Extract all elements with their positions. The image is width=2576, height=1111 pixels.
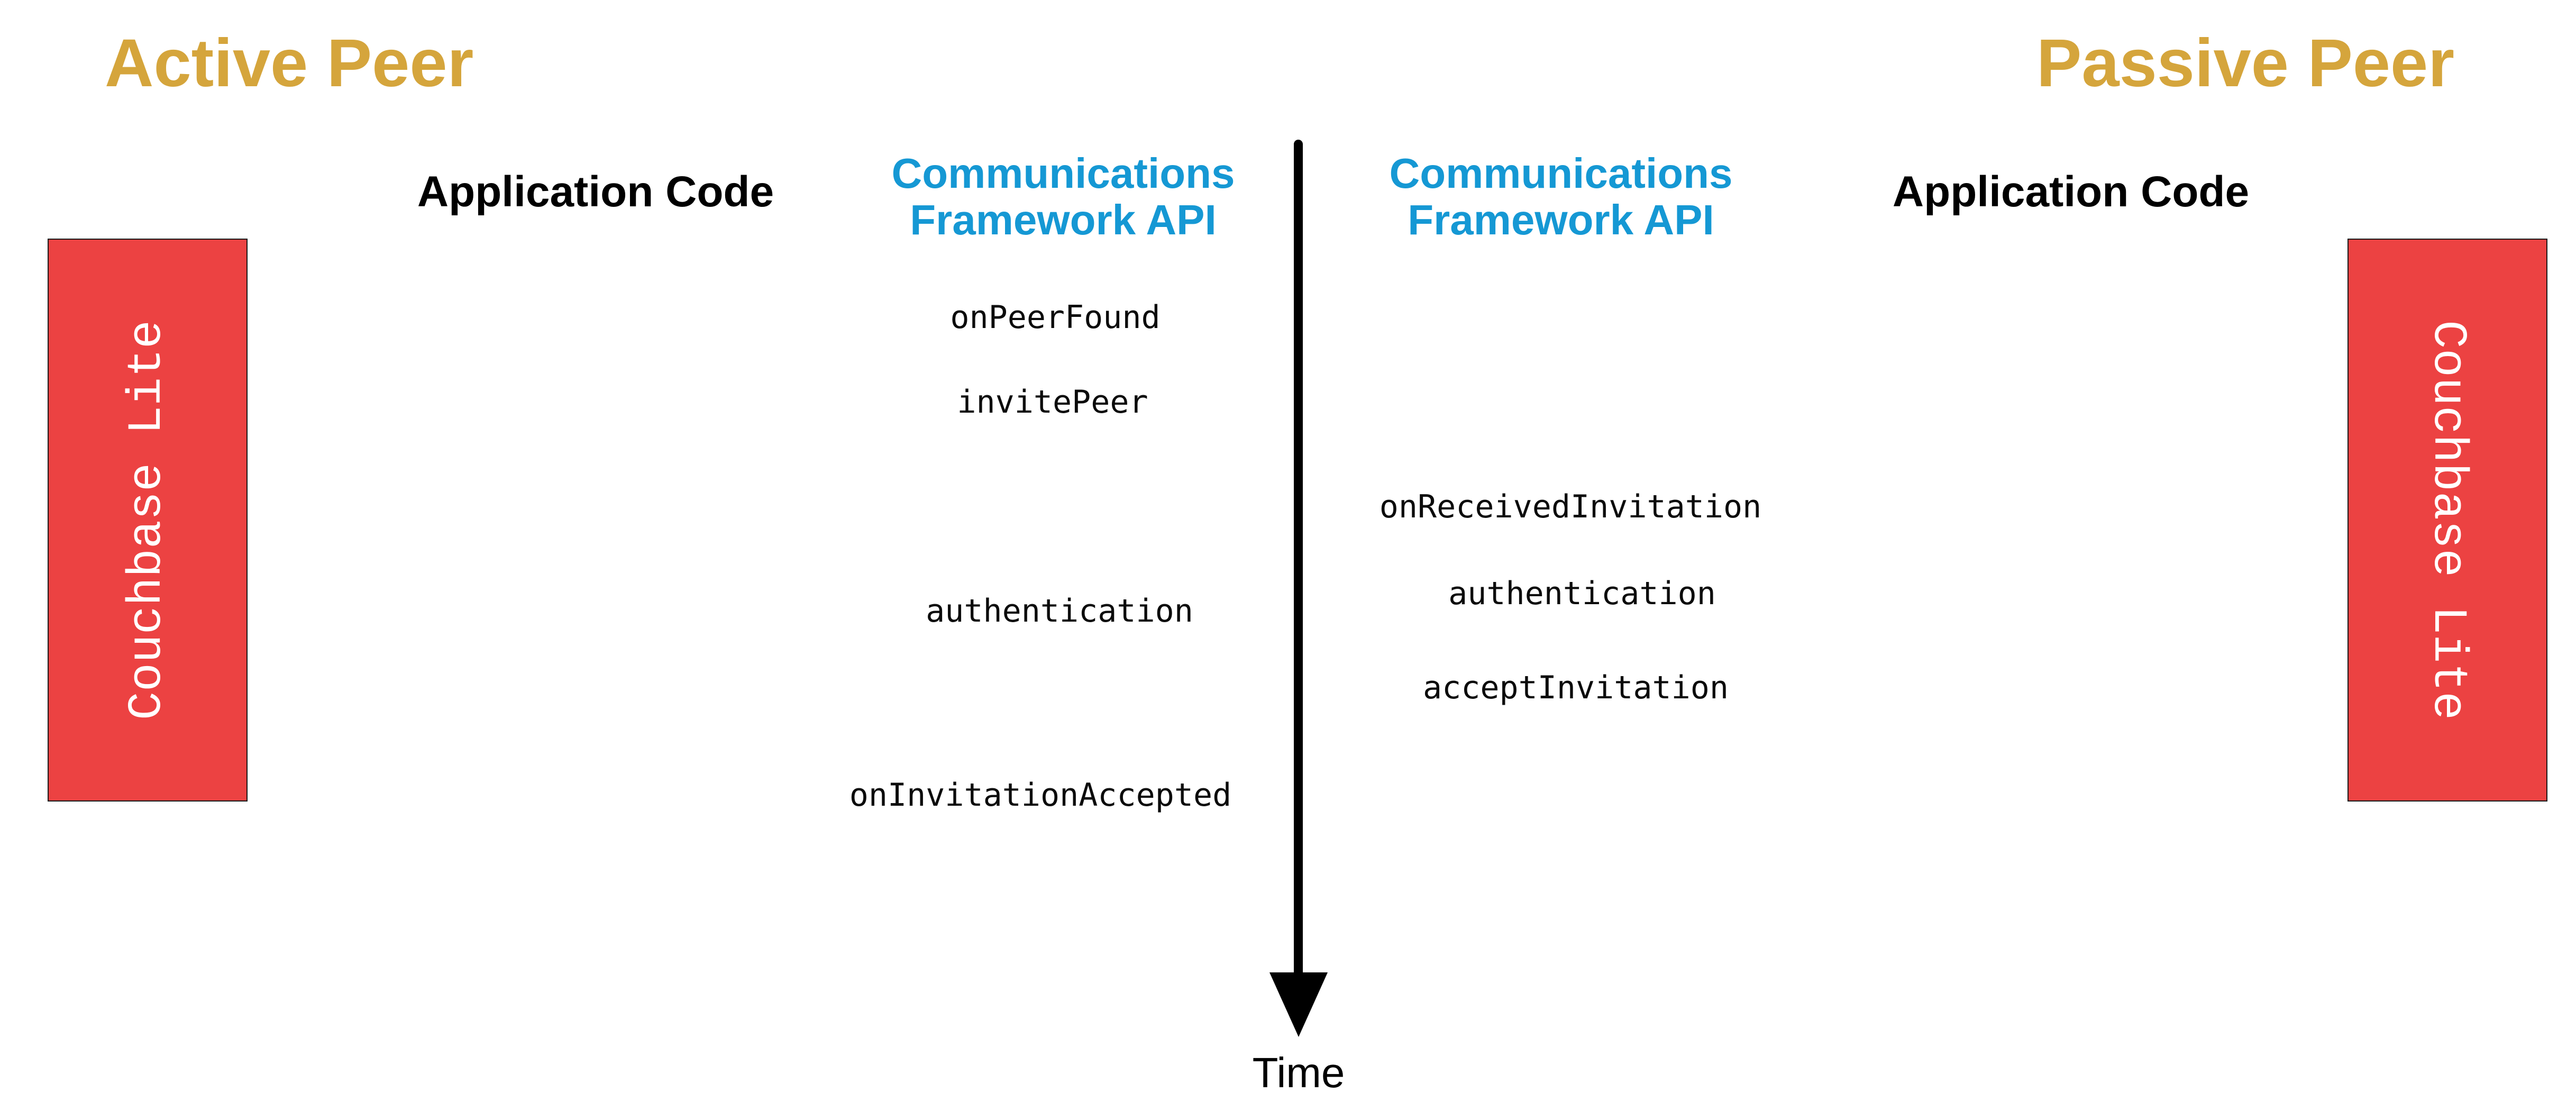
communications-framework-api-heading-right: Communications Framework API: [1390, 150, 1733, 243]
couchbase-lite-box-right: Couchbase Lite: [2347, 239, 2547, 802]
api-call-invitepeer: invitePeer: [957, 384, 1148, 421]
api-call-oninvitationaccepted: onInvitationAccepted: [849, 777, 1232, 814]
api-call-onpeerfound: onPeerFound: [950, 299, 1161, 336]
comms-heading-left-line1: Communications: [891, 150, 1235, 197]
comms-heading-left-line2: Framework API: [910, 196, 1217, 243]
communications-framework-api-heading-left: Communications Framework API: [892, 150, 1235, 243]
passive-peer-title: Passive Peer: [2036, 25, 2454, 101]
couchbase-lite-label-left: Couchbase Lite: [121, 320, 175, 721]
comms-heading-right-line2: Framework API: [1408, 196, 1714, 243]
api-call-onreceivedinvitation: onReceivedInvitation: [1379, 488, 1762, 525]
api-call-authentication-left: authentication: [926, 593, 1193, 630]
couchbase-lite-box-left: Couchbase Lite: [48, 239, 248, 802]
application-code-heading-right: Application Code: [1892, 168, 2250, 216]
comms-heading-right-line1: Communications: [1389, 150, 1733, 197]
timeline-arrowhead-icon: [1269, 972, 1328, 1037]
api-call-acceptinvitation: acceptInvitation: [1423, 669, 1729, 706]
timeline-arrow-shaft: [1294, 140, 1303, 979]
api-call-authentication-right: authentication: [1448, 575, 1716, 612]
application-code-heading-left: Application Code: [417, 168, 774, 216]
active-peer-title: Active Peer: [105, 25, 474, 101]
time-axis-label: Time: [1252, 1049, 1345, 1096]
couchbase-lite-label-right: Couchbase Lite: [2420, 320, 2474, 721]
